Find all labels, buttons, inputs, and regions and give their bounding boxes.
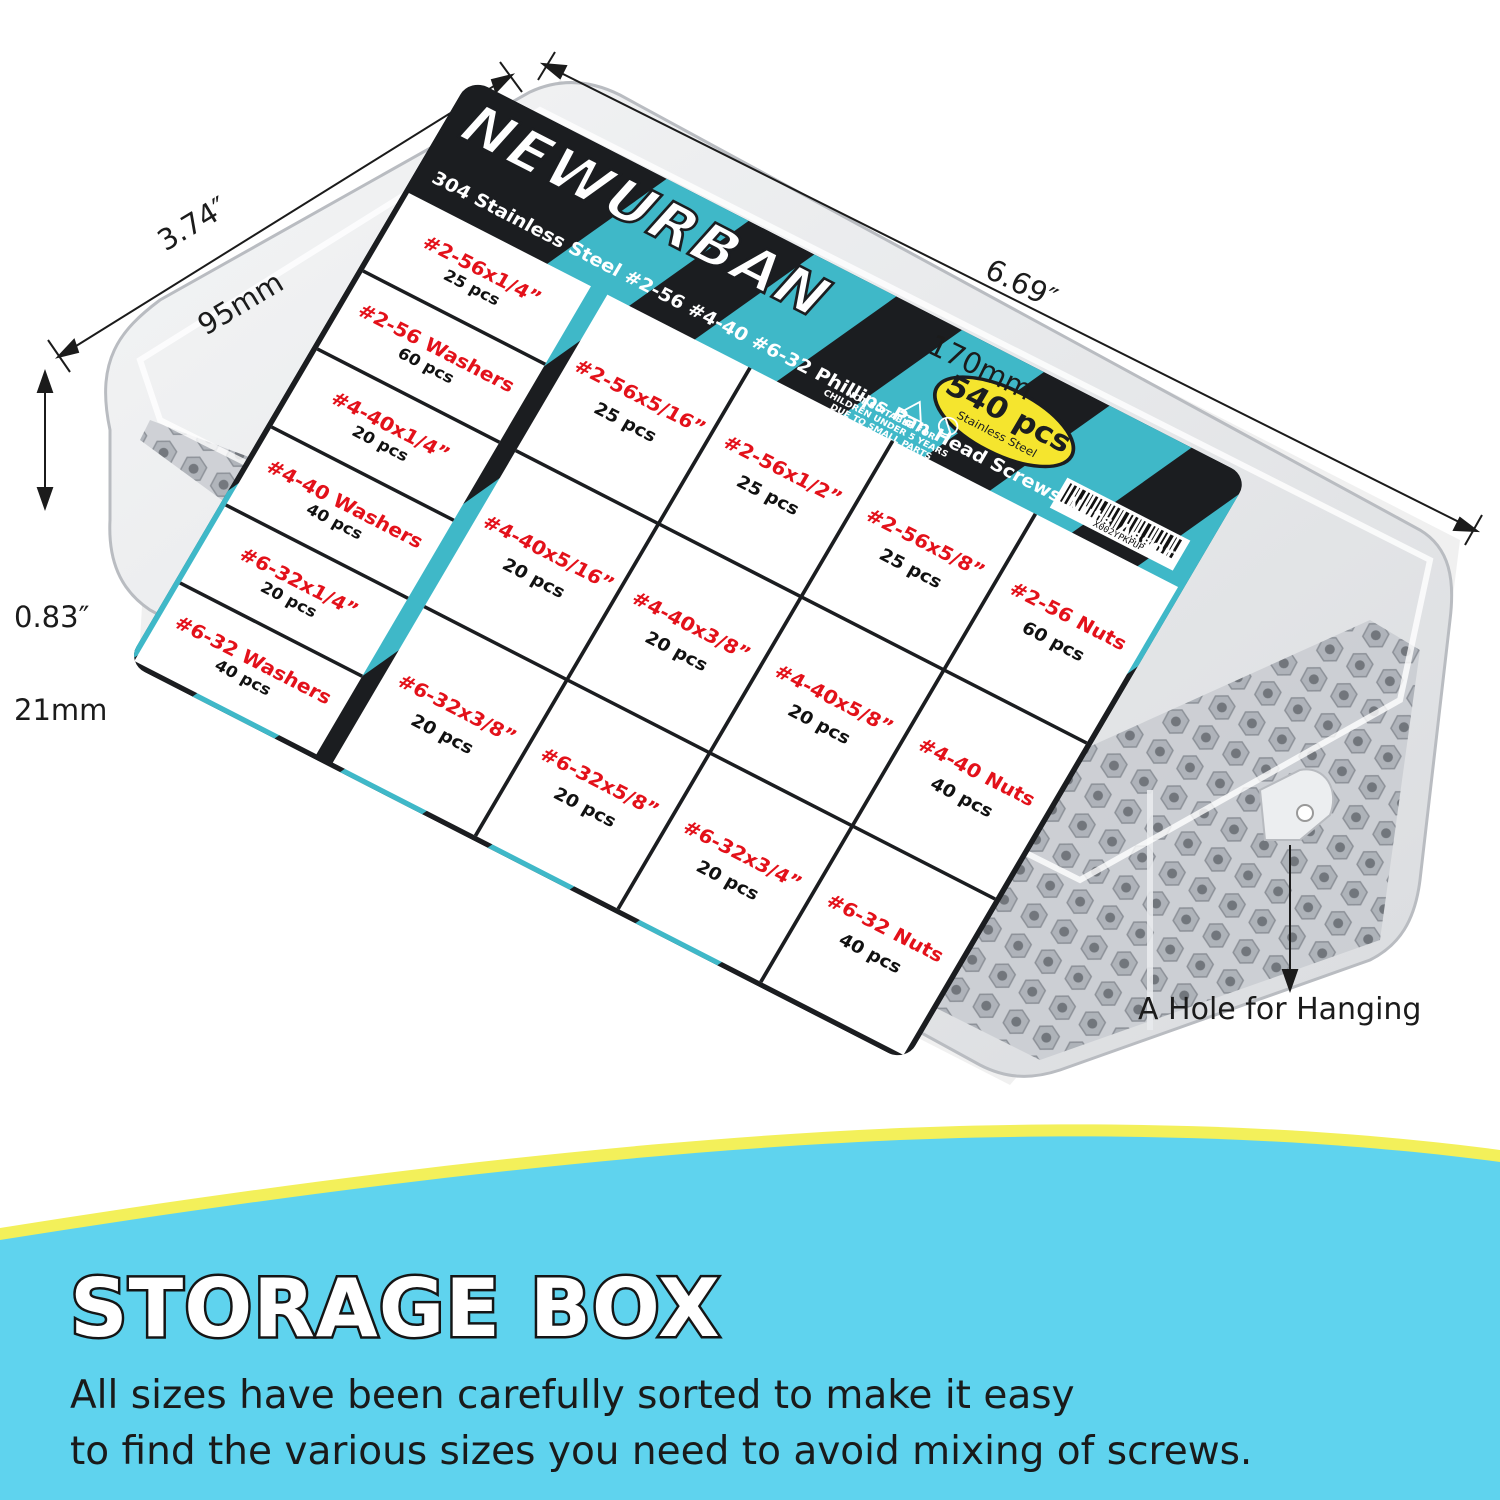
banner-line: to find the various sizes you need to av… bbox=[70, 1429, 1253, 1474]
label-artwork bbox=[126, 78, 1249, 1062]
width-metric: 95mm bbox=[191, 264, 290, 343]
dimension-lines bbox=[36, 51, 1483, 994]
height-metric: 21mm bbox=[14, 693, 108, 727]
length-imperial: 6.69″ bbox=[980, 251, 1063, 316]
height-imperial: 0.83″ bbox=[14, 600, 90, 634]
hanging-hole-caption: A Hole for Hanging bbox=[1138, 992, 1422, 1027]
warning-icon bbox=[899, 400, 959, 436]
product-label: NEWURBAN 304 Stainless Steel #2-56 #4-40… bbox=[126, 78, 1249, 1062]
banner-line: All sizes have been carefully sorted to … bbox=[70, 1373, 1075, 1418]
hanging-hole-icon bbox=[1296, 804, 1314, 822]
banner-description: All sizes have been carefully sorted to … bbox=[70, 1368, 1470, 1480]
hanging-tab bbox=[1258, 768, 1335, 841]
badge-shape bbox=[932, 375, 1076, 469]
width-imperial: 3.74″ bbox=[151, 189, 234, 258]
banner-title: STORAGE BOX bbox=[68, 1260, 723, 1358]
length-metric: 170mm bbox=[923, 327, 1039, 408]
height-dimension: 0.83″ 21mm bbox=[14, 540, 107, 788]
banner-background bbox=[0, 1136, 1500, 1500]
